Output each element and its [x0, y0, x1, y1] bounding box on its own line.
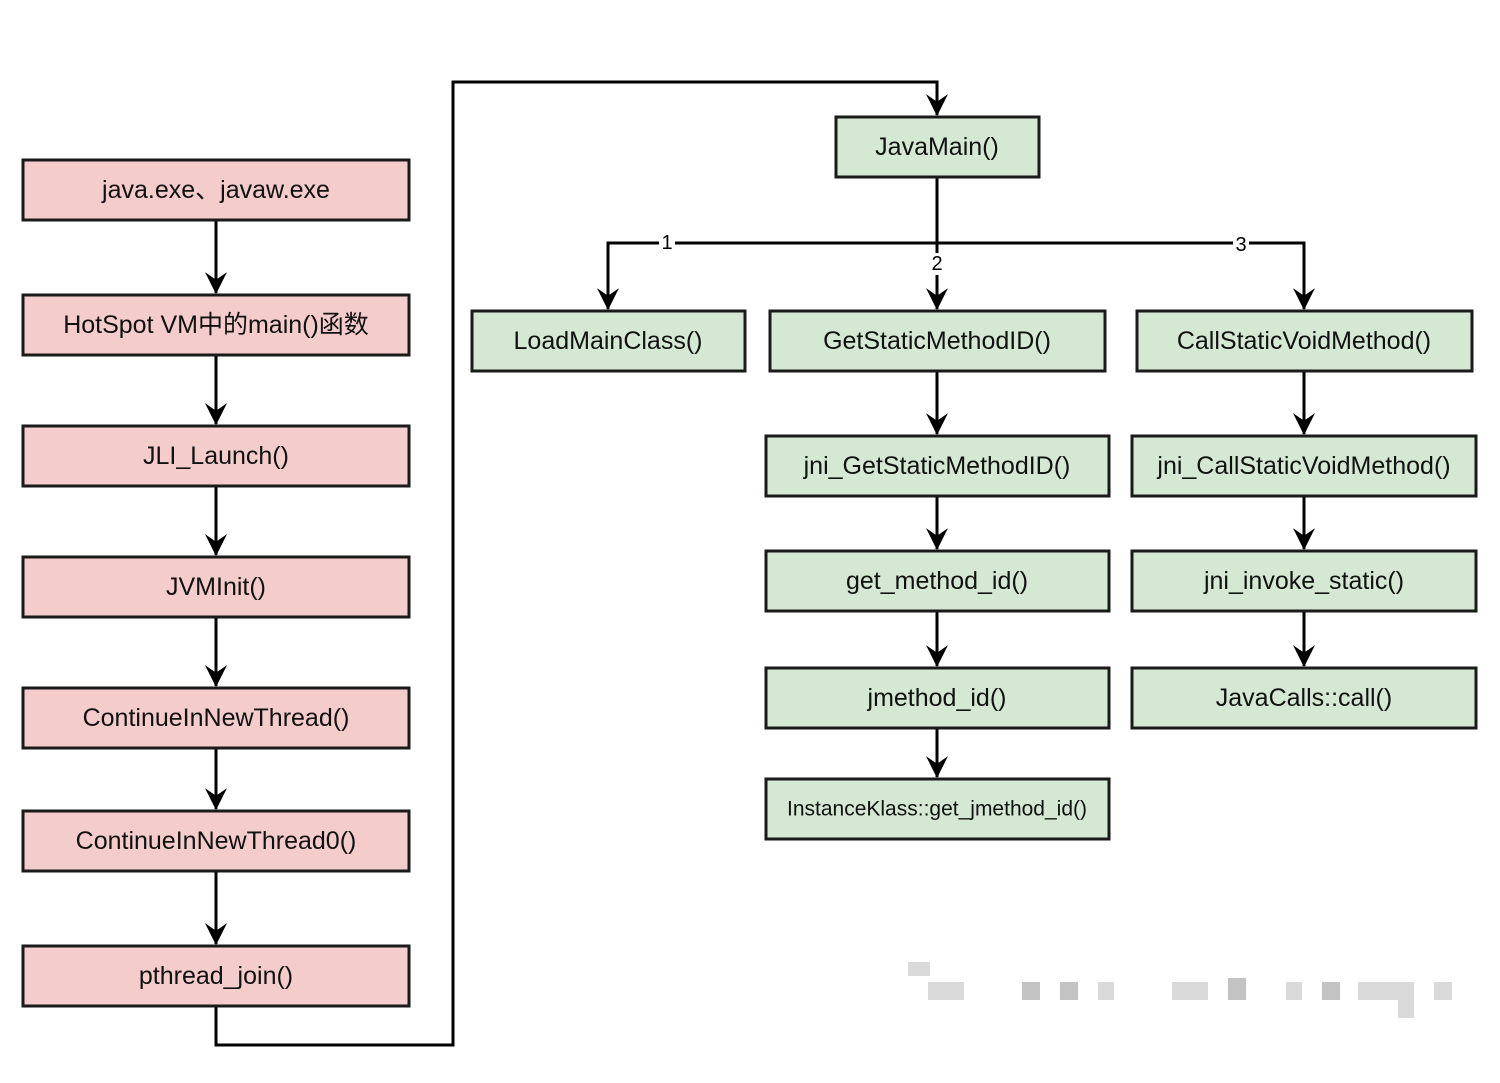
node-label-call-static-void-method: CallStaticVoidMethod() — [1177, 327, 1431, 355]
node-label-jvminit: JVMInit() — [166, 573, 266, 601]
node-get-method-id: get_method_id() — [764, 549, 1111, 613]
edge-label-3: 3 — [1235, 234, 1246, 256]
node-continue-in-new-thread: ContinueInNewThread() — [21, 686, 411, 750]
node-label-get-static-method-id: GetStaticMethodID() — [823, 327, 1051, 355]
node-label-instance-klass-get-jmethod-id: InstanceKlass::get_jmethod_id() — [787, 798, 1087, 821]
node-label-jli-launch: JLI_Launch() — [143, 442, 289, 470]
edge-java-main-to-call-static-void-method — [937, 241, 1315, 311]
node-load-main-class: LoadMainClass() — [470, 309, 747, 373]
blurred-watermark — [908, 962, 1452, 1018]
node-instance-klass-get-jmethod-id: InstanceKlass::get_jmethod_id() — [764, 777, 1111, 841]
node-pthread-join: pthread_join() — [21, 944, 411, 1008]
node-java-calls-call: JavaCalls::call() — [1130, 666, 1478, 730]
node-java-main: JavaMain() — [834, 115, 1041, 179]
node-label-jmethod-id: jmethod_id() — [867, 684, 1007, 712]
node-get-static-method-id: GetStaticMethodID() — [768, 309, 1107, 373]
node-label-pthread-join: pthread_join() — [139, 962, 293, 990]
node-jmethod-id: jmethod_id() — [764, 666, 1111, 730]
node-jni-get-static-method-id: jni_GetStaticMethodID() — [764, 434, 1111, 498]
node-label-java-exe: java.exe、javaw.exe — [101, 176, 330, 204]
node-label-jni-invoke-static: jni_invoke_static() — [1203, 567, 1404, 595]
node-continue-in-new-thread0: ContinueInNewThread0() — [21, 809, 411, 873]
node-label-jni-call-static-void-method: jni_CallStaticVoidMethod() — [1156, 452, 1450, 480]
node-label-hotspot-main: HotSpot VM中的main()函数 — [63, 311, 369, 339]
node-label-continue-in-new-thread: ContinueInNewThread() — [83, 704, 350, 732]
edge-label-1: 1 — [661, 232, 672, 254]
node-label-java-main: JavaMain() — [875, 133, 999, 161]
node-jli-launch: JLI_Launch() — [21, 424, 411, 488]
node-label-jni-get-static-method-id: jni_GetStaticMethodID() — [803, 452, 1071, 480]
edge-java-main-to-load-main-class — [597, 241, 937, 311]
node-jvminit: JVMInit() — [21, 555, 411, 619]
node-label-continue-in-new-thread0: ContinueInNewThread0() — [76, 827, 357, 855]
node-jni-call-static-void-method: jni_CallStaticVoidMethod() — [1130, 434, 1478, 498]
edge-labels: 1 2 3 — [659, 232, 1249, 275]
node-hotspot-main: HotSpot VM中的main()函数 — [21, 293, 411, 357]
node-label-java-calls-call: JavaCalls::call() — [1216, 684, 1392, 712]
node-label-get-method-id: get_method_id() — [846, 567, 1028, 595]
node-java-exe: java.exe、javaw.exe — [21, 158, 411, 222]
node-label-load-main-class: LoadMainClass() — [514, 327, 703, 355]
edge-pthread-join-to-java-main — [214, 80, 948, 1047]
edges — [205, 80, 1315, 1047]
node-jni-invoke-static: jni_invoke_static() — [1130, 549, 1478, 613]
edge-label-2: 2 — [931, 253, 942, 275]
node-call-static-void-method: CallStaticVoidMethod() — [1135, 309, 1474, 373]
